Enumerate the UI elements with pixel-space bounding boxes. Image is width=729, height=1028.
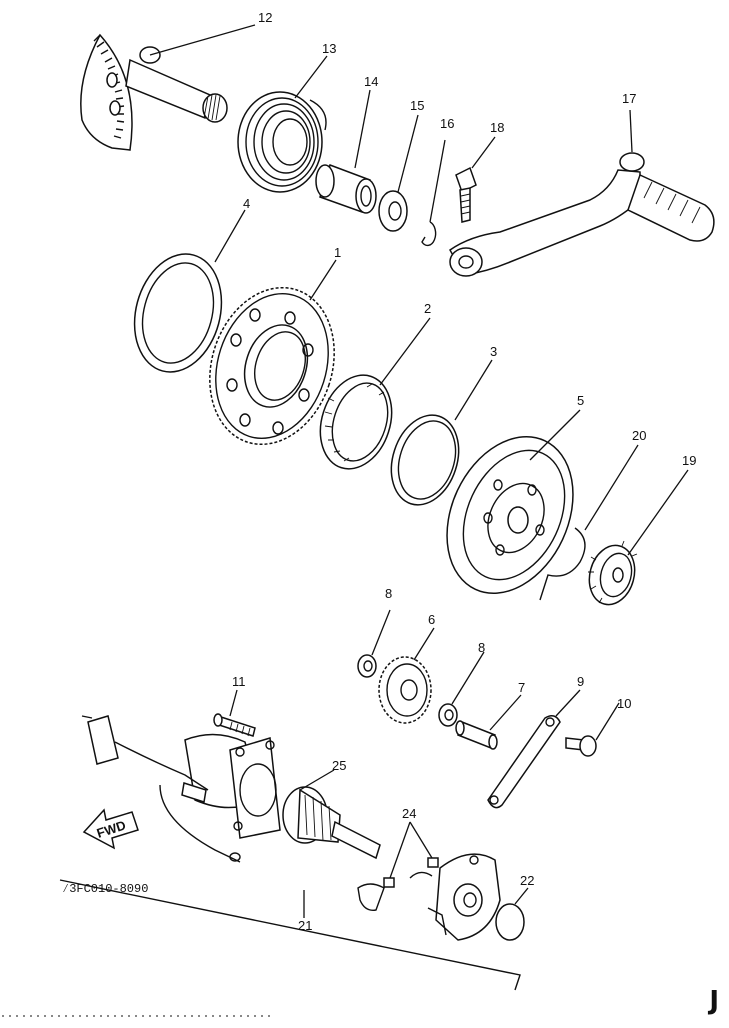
part-kick-crank: [449, 152, 715, 277]
part-washer-8-right: [438, 703, 458, 727]
callout-2: 2: [424, 301, 431, 316]
part-ring: [390, 414, 460, 506]
callout-17: 17: [622, 91, 636, 106]
callout-11: 11: [232, 674, 246, 689]
part-circlip: [421, 221, 437, 247]
part-long-bolt: [213, 713, 256, 737]
callout-15: 15: [410, 98, 424, 113]
part-end-cover: [427, 853, 501, 941]
part-idler-gear: [378, 656, 432, 724]
part-torsion-spring: [237, 91, 327, 193]
callout-10: 10: [617, 696, 631, 711]
callout-25: 25: [332, 758, 346, 773]
callout-1: 1: [334, 245, 341, 260]
part-wire-connector: [81, 715, 209, 803]
part-one-way-clutch: [319, 374, 393, 470]
callout-3: 3: [490, 344, 497, 359]
callout-9: 9: [577, 674, 584, 689]
part-shaft-pin: [455, 720, 498, 750]
callout-8b: 8: [478, 640, 485, 655]
part-starter-wheel-gear: [209, 286, 335, 446]
part-retainer-plate: [487, 715, 561, 809]
callout-18: 18: [490, 120, 504, 135]
callout-16: 16: [440, 116, 454, 131]
callout-5: 5: [577, 393, 584, 408]
callout-7: 7: [518, 680, 525, 695]
callout-19: 19: [682, 453, 696, 468]
part-pinion-gear: [588, 540, 638, 606]
part-bolt: [455, 166, 477, 223]
fwd-arrow-icon: FWD: [82, 808, 139, 850]
callout-21: 21: [298, 918, 312, 933]
part-clutch-housing: [446, 435, 574, 595]
callout-6: 6: [428, 612, 435, 627]
part-kick-shaft-sector-gear: [80, 33, 228, 151]
callout-13: 13: [322, 41, 336, 56]
leader-lines: [149, 24, 689, 918]
part-spring-clip: [539, 527, 586, 601]
part-washer-8-left: [357, 654, 377, 678]
part-screw: [565, 735, 597, 757]
callout-22: 22: [520, 873, 534, 888]
page-letter: J: [709, 986, 719, 1016]
part-washer-15: [378, 190, 408, 232]
part-brushes: [357, 857, 439, 911]
part-plate-washer: [133, 253, 223, 373]
callout-24: 24: [402, 806, 416, 821]
diagram-code: ⁄3FC010-8090: [62, 882, 148, 896]
callout-4: 4: [243, 196, 250, 211]
part-collar: [315, 164, 377, 214]
callout-12: 12: [258, 10, 272, 25]
callout-20: 20: [632, 428, 646, 443]
callout-8a: 8: [385, 586, 392, 601]
callout-14: 14: [364, 74, 378, 89]
part-o-ring: [495, 903, 525, 941]
callout-labels: 12 13 14 15 16 18 17 4 1 2 3 5 20 19 8 6…: [232, 10, 696, 933]
